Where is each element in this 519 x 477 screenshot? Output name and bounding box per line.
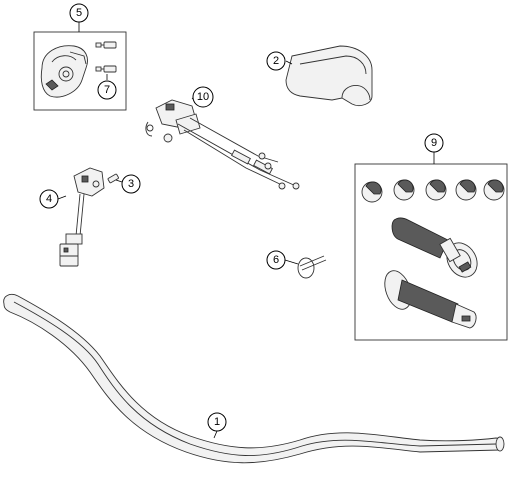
callout-2: 2 xyxy=(266,51,286,71)
callout-1: 1 xyxy=(207,412,227,432)
grip-clutch xyxy=(384,270,477,329)
callout-9: 9 xyxy=(424,133,444,153)
part-9-group xyxy=(354,152,508,341)
callout-5: 5 xyxy=(69,3,89,23)
callout-6: 6 xyxy=(266,250,286,270)
callout-7-label: 7 xyxy=(104,84,110,96)
callout-3-label: 3 xyxy=(128,178,134,190)
callout-2-label: 2 xyxy=(273,55,279,67)
kill-switch xyxy=(57,167,105,267)
handlebar-pad xyxy=(285,45,373,107)
callout-4: 4 xyxy=(39,189,59,209)
callout-7: 7 xyxy=(97,80,117,100)
callout-5-label: 5 xyxy=(76,7,82,19)
callout-9-label: 9 xyxy=(431,137,437,149)
handlebar xyxy=(3,293,505,464)
callout-4-label: 4 xyxy=(46,193,52,205)
screw-lower xyxy=(95,65,117,73)
screw-upper xyxy=(95,41,117,49)
switch-housing xyxy=(40,45,88,98)
grip-throttle xyxy=(391,217,478,278)
callout-3: 3 xyxy=(121,174,141,194)
callout-6-label: 6 xyxy=(273,254,279,266)
callout-10-label: 10 xyxy=(197,91,209,103)
callout-10: 10 xyxy=(192,86,214,108)
cable-tie xyxy=(284,255,327,279)
callout-1-label: 1 xyxy=(214,416,220,428)
part-5-group xyxy=(33,22,127,111)
throttle-assembly xyxy=(145,97,300,190)
switch-screw xyxy=(107,173,123,184)
throttle-cams xyxy=(361,179,505,203)
